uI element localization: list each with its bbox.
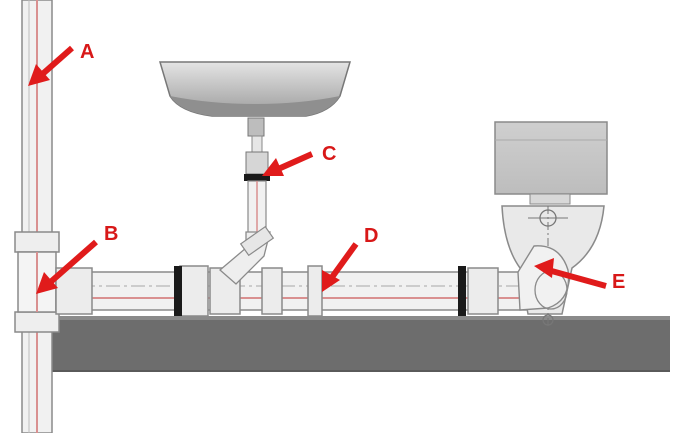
- sink-drain-pipe: [219, 117, 275, 285]
- arrow-d-icon: [322, 242, 359, 292]
- label-d: D: [364, 225, 378, 247]
- toilet-tank: [494, 121, 608, 195]
- label-b: B: [104, 223, 118, 245]
- arrow-b-icon: [36, 239, 98, 294]
- arrow-e-icon: [534, 258, 607, 289]
- arrow-c-icon: [262, 151, 314, 176]
- sink-basin: [158, 61, 352, 117]
- label-e: E: [612, 271, 625, 293]
- label-a: A: [80, 41, 94, 63]
- seal-ring: [174, 266, 182, 316]
- label-c: C: [322, 143, 336, 165]
- toilet: [494, 121, 608, 328]
- floor-slab: [48, 316, 670, 371]
- horizontal-drain-pipe: [55, 265, 527, 317]
- arrow-a-icon: [28, 45, 74, 86]
- seal-ring: [458, 266, 466, 316]
